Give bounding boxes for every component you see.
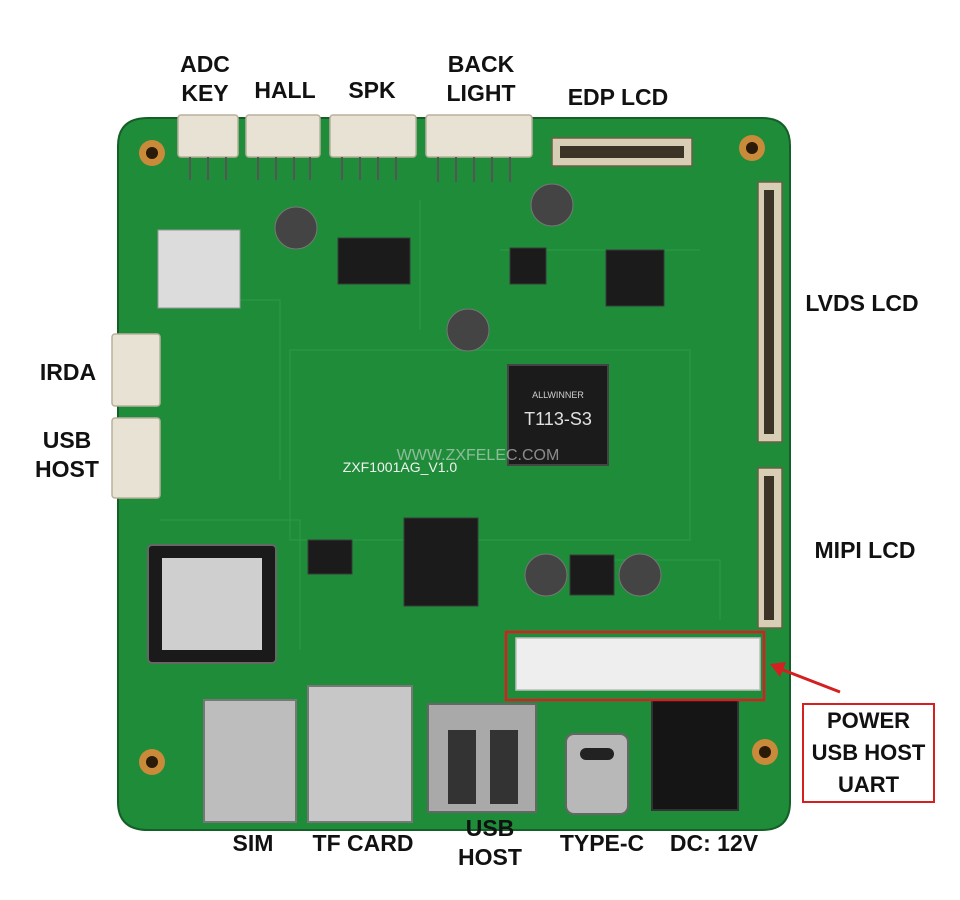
connector-pins — [189, 157, 511, 182]
irda-connector — [111, 333, 161, 407]
callout-line-usb-host: USB HOST — [811, 740, 926, 765]
dc-jack — [651, 699, 739, 811]
capacitor-2 — [446, 308, 490, 352]
label-dc-12v: DC: 12V — [669, 830, 759, 856]
ic-chip-3 — [307, 539, 353, 575]
capacitor-5 — [618, 553, 662, 597]
label-lvds-lcd: LVDS LCD — [805, 290, 919, 316]
spk-connector — [329, 114, 417, 158]
capacitor-3 — [530, 183, 574, 227]
watermark-text: WWW.ZXFELEC.COM — [397, 447, 560, 464]
soc-model-text: T113-S3 — [524, 409, 592, 429]
adc-key-connector — [177, 114, 239, 158]
label-irda: IRDA — [39, 359, 97, 385]
usb-host-left-connector — [111, 417, 161, 499]
label-type-c: TYPE-C — [559, 830, 645, 856]
soc-brand-text: ALLWINNER — [532, 390, 584, 400]
highlight-box — [504, 630, 766, 702]
callout-arrow — [777, 666, 841, 694]
inductor-2 — [509, 247, 547, 285]
label-edp-lcd: EDP LCD — [567, 84, 669, 110]
label-usb-host-bottom: USB HOST — [458, 815, 522, 870]
memory-chip — [403, 517, 479, 607]
power-uart-connector — [515, 637, 761, 691]
callout-line-power: POWER — [826, 708, 911, 733]
callout-line-uart: UART — [837, 772, 900, 797]
callout-box: POWER USB HOST UART — [802, 703, 935, 803]
wifi-module — [157, 229, 241, 309]
label-spk: SPK — [348, 77, 396, 103]
type-c-port — [565, 733, 629, 815]
tf-card-slot — [307, 685, 413, 823]
usb-host-bottom-port — [427, 703, 537, 813]
soc-chip — [507, 364, 609, 466]
capacitor-1 — [274, 206, 318, 250]
label-tf-card: TF CARD — [312, 830, 414, 856]
hall-connector — [245, 114, 321, 158]
ic-chip-2 — [605, 249, 665, 307]
label-sim: SIM — [232, 830, 274, 856]
mounting-holes — [139, 135, 778, 775]
top-connectors — [177, 114, 533, 158]
sim-slot — [203, 699, 297, 823]
backlight-connector — [425, 114, 533, 158]
inductor — [569, 554, 615, 596]
label-mipi-lcd: MIPI LCD — [814, 537, 916, 563]
label-adc-key: ADC KEY — [180, 51, 230, 106]
ic-chip-1 — [337, 237, 411, 285]
label-back-light: BACK LIGHT — [446, 51, 516, 106]
label-hall: HALL — [254, 77, 316, 103]
capacitor-4 — [524, 553, 568, 597]
label-usb-host-left: USB HOST — [35, 427, 99, 482]
board-name-text: ZXF1001AG_V1.0 — [343, 459, 458, 475]
